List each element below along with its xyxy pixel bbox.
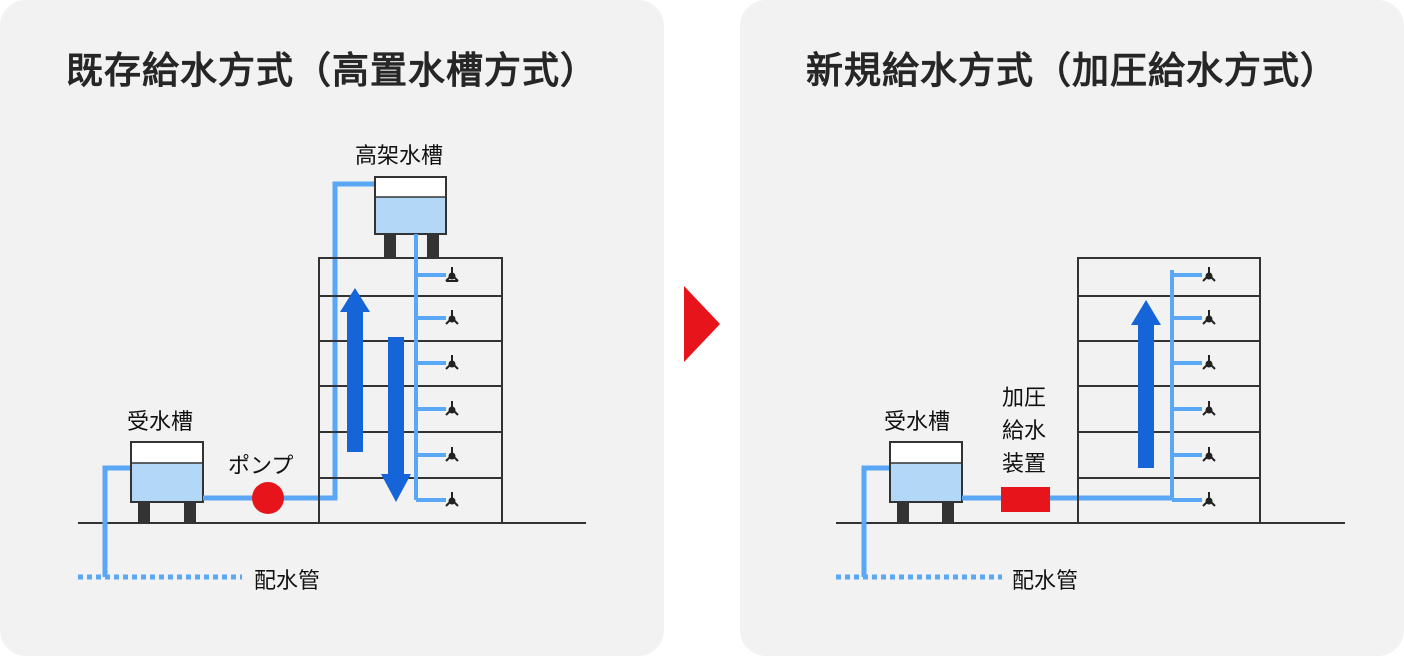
elevated-tank [374,176,447,258]
building [1077,257,1261,524]
faucet-icon [445,401,459,416]
flow-up-arrow [1131,300,1161,468]
pump [252,482,284,514]
inlet-pipe [861,465,890,577]
faucet-icon [445,492,459,507]
faucet-icon [1202,310,1216,325]
faucet-icon [445,447,459,462]
receiving-tank [889,441,963,523]
distribution-pipe-label: 配水管 [1012,569,1079,594]
receiving-tank-label: 受水槽 [884,410,951,435]
faucet-icon [1202,267,1216,282]
new-system-diagram [836,257,1345,580]
receiving-tank [130,441,204,523]
booster-unit-label: 加圧 給水 装置 [998,382,1050,481]
faucet-icon [445,310,459,325]
faucet-icons [1202,267,1216,507]
panel-title: 既存給水方式（高置水槽方式） [66,49,598,92]
faucet-icon [445,355,459,370]
elevated-tank-label: 高架水槽 [355,144,444,169]
faucet-icons [445,267,459,507]
faucet-icon [1202,492,1216,507]
pump-label: ポンプ [228,454,294,479]
distribution-pipe-label: 配水管 [254,569,321,594]
flow-down-arrow [381,337,411,502]
booster-label-line: 給水 [1001,419,1046,444]
existing-system-panel: 既存給水方式（高置水槽方式） [0,0,664,656]
panel-title: 新規給水方式（加圧給水方式） [806,49,1338,92]
inlet-pipe [102,465,132,577]
receiving-tank-label: 受水槽 [127,410,194,435]
faucet-icon [1202,401,1216,416]
down-pipe [414,234,446,502]
faucet-icon [445,267,459,282]
booster-label-line: 加圧 [1001,386,1046,411]
flow-up-arrow [340,288,370,452]
booster-label-line: 装置 [1001,452,1046,477]
faucet-icon [1202,447,1216,462]
faucet-icon [1202,355,1216,370]
riser-pipe [1170,270,1202,502]
existing-system-diagram [78,176,586,580]
new-system-panel: 新規給水方式（加圧給水方式） [740,0,1404,656]
building [318,257,503,524]
transition-arrow-icon [684,286,720,362]
booster-unit [1001,487,1050,512]
